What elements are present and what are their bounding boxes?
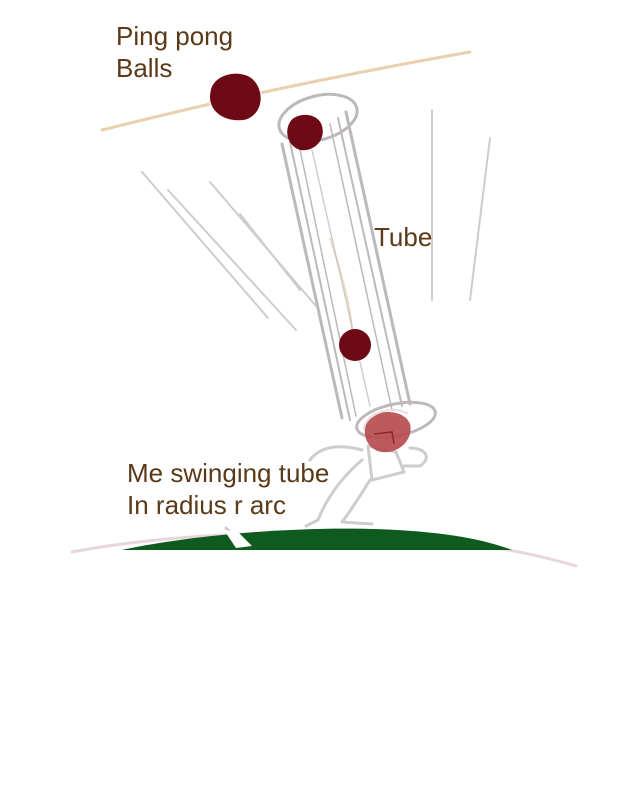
label-ping-pong-balls: Ping pong Balls	[116, 20, 233, 84]
ball-1	[209, 72, 262, 122]
ball-trajectory-arc-inner	[329, 237, 353, 331]
ball-2	[287, 114, 323, 151]
ground-cut	[224, 530, 252, 548]
label-ping-pong-balls-line2: Balls	[116, 53, 173, 83]
motion-lines	[141, 109, 491, 331]
ping-pong-balls	[209, 72, 411, 453]
label-me-swinging: Me swinging tube In radius r arc	[127, 457, 329, 521]
tube	[277, 92, 437, 440]
ground-hill	[122, 528, 512, 550]
ball-4-mark	[373, 431, 395, 445]
ball-4-outline	[363, 409, 409, 431]
label-me-swinging-line1: Me swinging tube	[127, 458, 330, 488]
label-tube: Tube	[374, 222, 433, 252]
ball-3	[339, 329, 371, 361]
label-me-swinging-line2: In radius r arc	[127, 490, 286, 520]
label-ping-pong-balls-line1: Ping pong	[116, 21, 234, 51]
